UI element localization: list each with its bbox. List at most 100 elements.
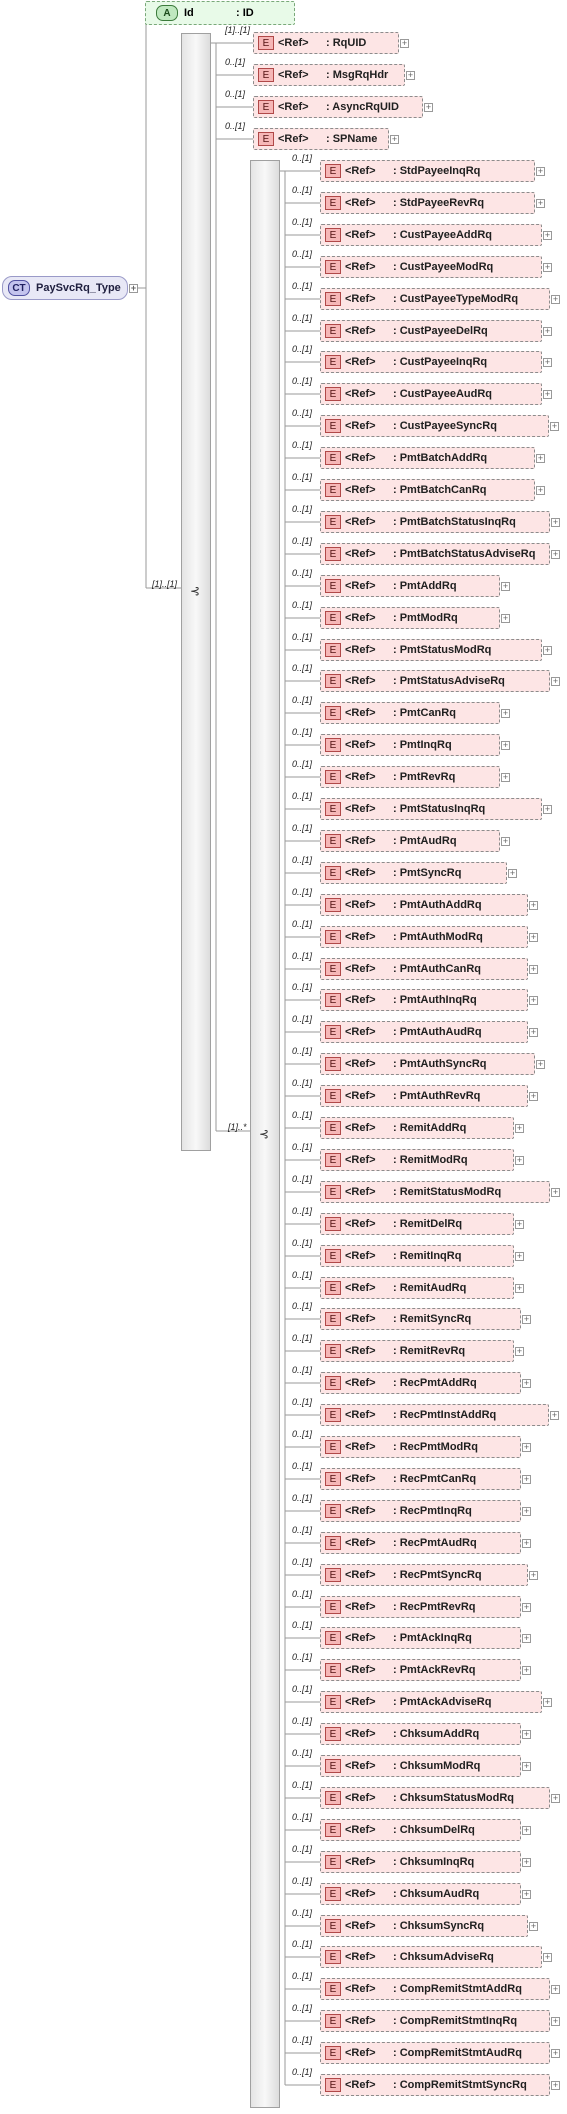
expand-icon[interactable]: + [551,294,560,304]
choice-item-element[interactable]: E<Ref>: PmtBatchCanRq+ [320,479,545,501]
choice-item-element[interactable]: E<Ref>: CustPayeeAudRq+ [320,383,552,405]
choice-item-element[interactable]: E<Ref>: CustPayeeSyncRq+ [320,415,559,437]
expand-icon[interactable]: + [390,134,399,144]
choice-item-element[interactable]: E<Ref>: CustPayeeDelRq+ [320,320,552,342]
choice-item-element[interactable]: E<Ref>: PmtAuthInqRq+ [320,989,538,1011]
expand-icon[interactable]: + [522,1378,531,1388]
expand-icon[interactable]: + [501,772,510,782]
expand-icon[interactable]: + [529,900,538,910]
expand-icon[interactable]: + [129,283,138,293]
expand-icon[interactable]: + [515,1283,524,1293]
choice-item-element[interactable]: E<Ref>: ChksumStatusModRq+ [320,1787,560,1809]
choice-item-element[interactable]: E<Ref>: RecPmtRevRq+ [320,1596,531,1618]
expand-icon[interactable]: + [515,1251,524,1261]
expand-icon[interactable]: + [543,230,552,240]
choice-item-element[interactable]: E<Ref>: PmtBatchStatusInqRq+ [320,511,560,533]
expand-icon[interactable]: + [529,1570,538,1580]
choice-item-element[interactable]: E<Ref>: CustPayeeTypeModRq+ [320,288,560,310]
choice-item-element[interactable]: E<Ref>: PmtAuthAddRq+ [320,894,538,916]
expand-icon[interactable]: + [522,1761,531,1771]
expand-icon[interactable]: + [536,485,545,495]
choice-item-element[interactable]: E<Ref>: RecPmtModRq+ [320,1436,531,1458]
choice-item-element[interactable]: E<Ref>: PmtAckInqRq+ [320,1627,531,1649]
expand-icon[interactable]: + [522,1889,531,1899]
choice-item-element[interactable]: E<Ref>: ChksumAddRq+ [320,1723,531,1745]
expand-icon[interactable]: + [508,868,517,878]
choice-item-element[interactable]: E<Ref>: PmtStatusInqRq+ [320,798,552,820]
choice-item-element[interactable]: E<Ref>: PmtAckAdviseRq+ [320,1691,552,1713]
expand-icon[interactable]: + [550,1410,559,1420]
choice-item-element[interactable]: E<Ref>: PmtAuthRevRq+ [320,1085,538,1107]
choice-item-element[interactable]: E<Ref>: PmtAuthSyncRq+ [320,1053,545,1075]
expand-icon[interactable]: + [501,613,510,623]
choice-item-element[interactable]: E<Ref>: ChksumDelRq+ [320,1819,531,1841]
expand-icon[interactable]: + [551,1793,560,1803]
expand-icon[interactable]: + [501,581,510,591]
expand-icon[interactable]: + [515,1123,524,1133]
expand-icon[interactable]: + [522,1314,531,1324]
expand-icon[interactable]: + [529,1027,538,1037]
choice-item-element[interactable]: E<Ref>: RemitModRq+ [320,1149,524,1171]
choice-item-element[interactable]: E<Ref>: ChksumAudRq+ [320,1883,531,1905]
expand-icon[interactable]: + [522,1633,531,1643]
complex-type-node[interactable]: CT PaySvcRq_Type + [2,276,138,300]
choice-item-element[interactable]: E<Ref>: RemitDelRq+ [320,1213,524,1235]
choice-item-element[interactable]: E<Ref>: CompRemitStmtInqRq+ [320,2010,560,2032]
expand-icon[interactable]: + [543,1697,552,1707]
choice-item-element[interactable]: E<Ref>: PmtBatchAddRq+ [320,447,545,469]
sequence-item-element[interactable]: E<Ref>: MsgRqHdr+ [253,64,415,86]
sequence-item-element[interactable]: E<Ref>: RqUID+ [253,32,409,54]
choice-item-element[interactable]: E<Ref>: StdPayeeRevRq+ [320,192,545,214]
choice-item-element[interactable]: E<Ref>: CustPayeeModRq+ [320,256,552,278]
choice-item-element[interactable]: E<Ref>: PmtInqRq+ [320,734,510,756]
choice-item-element[interactable]: E<Ref>: PmtStatusModRq+ [320,639,552,661]
expand-icon[interactable]: + [543,357,552,367]
choice-item-element[interactable]: E<Ref>: PmtCanRq+ [320,702,510,724]
expand-icon[interactable]: + [551,2080,560,2090]
choice-item-element[interactable]: E<Ref>: RemitAddRq+ [320,1117,524,1139]
expand-icon[interactable]: + [522,1474,531,1484]
choice-item-element[interactable]: E<Ref>: RecPmtAudRq+ [320,1532,531,1554]
expand-icon[interactable]: + [515,1346,524,1356]
choice-item-element[interactable]: E<Ref>: RecPmtCanRq+ [320,1468,531,1490]
expand-icon[interactable]: + [529,1091,538,1101]
expand-icon[interactable]: + [543,326,552,336]
choice-item-element[interactable]: E<Ref>: PmtRevRq+ [320,766,510,788]
expand-icon[interactable]: + [551,517,560,527]
expand-icon[interactable]: + [551,549,560,559]
expand-icon[interactable]: + [551,1187,560,1197]
choice-item-element[interactable]: E<Ref>: CompRemitStmtSyncRq+ [320,2074,560,2096]
expand-icon[interactable]: + [529,964,538,974]
expand-icon[interactable]: + [501,740,510,750]
expand-icon[interactable]: + [543,262,552,272]
expand-icon[interactable]: + [536,198,545,208]
sequence-item-element[interactable]: E<Ref>: SPName+ [253,128,399,150]
expand-icon[interactable]: + [522,1602,531,1612]
choice-item-element[interactable]: E<Ref>: PmtSyncRq+ [320,862,517,884]
expand-icon[interactable]: + [529,995,538,1005]
choice-item-element[interactable]: E<Ref>: PmtAckRevRq+ [320,1659,531,1681]
expand-icon[interactable]: + [522,1506,531,1516]
expand-icon[interactable]: + [529,932,538,942]
choice-item-element[interactable]: E<Ref>: CompRemitStmtAddRq+ [320,1978,560,2000]
expand-icon[interactable]: + [543,645,552,655]
expand-icon[interactable]: + [515,1155,524,1165]
expand-icon[interactable]: + [536,453,545,463]
expand-icon[interactable]: + [529,1921,538,1931]
choice-item-element[interactable]: E<Ref>: ChksumAdviseRq+ [320,1946,552,1968]
expand-icon[interactable]: + [522,1665,531,1675]
choice-item-element[interactable]: E<Ref>: PmtAuthCanRq+ [320,958,538,980]
choice-item-element[interactable]: E<Ref>: CompRemitStmtAudRq+ [320,2042,560,2064]
expand-icon[interactable]: + [551,676,560,686]
expand-icon[interactable]: + [543,1952,552,1962]
choice-item-element[interactable]: E<Ref>: RemitRevRq+ [320,1340,524,1362]
choice-item-element[interactable]: E<Ref>: PmtAddRq+ [320,575,510,597]
choice-item-element[interactable]: E<Ref>: ChksumModRq+ [320,1755,531,1777]
choice-item-element[interactable]: E<Ref>: PmtAudRq+ [320,830,510,852]
choice-item-element[interactable]: E<Ref>: CustPayeeInqRq+ [320,351,552,373]
expand-icon[interactable]: + [551,1984,560,1994]
choice-item-element[interactable]: E<Ref>: PmtAuthModRq+ [320,926,538,948]
sequence-item-element[interactable]: E<Ref>: AsyncRqUID+ [253,96,433,118]
choice-item-element[interactable]: E<Ref>: RemitStatusModRq+ [320,1181,560,1203]
expand-icon[interactable]: + [501,708,510,718]
